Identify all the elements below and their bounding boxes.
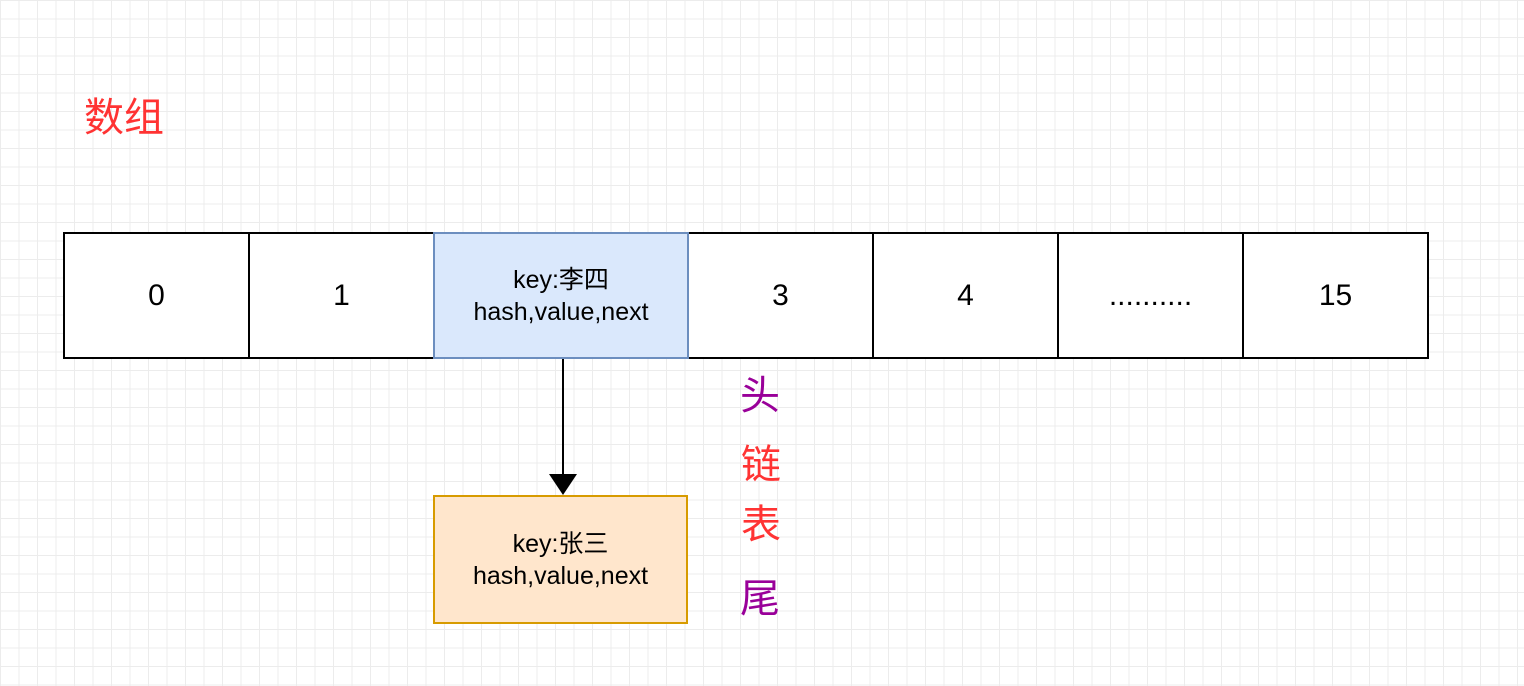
head-node-fields: hash,value,next — [473, 297, 649, 326]
array-cell-15: 15 — [1242, 232, 1429, 359]
label-table: 表 — [741, 502, 781, 548]
array: 0 1 key:李四 hash,value,next 3 4 .........… — [63, 232, 1429, 359]
tail-node: key:张三 hash,value,next — [433, 495, 688, 624]
array-title: 数组 — [84, 95, 164, 141]
array-cell-2-head-node: key:李四 hash,value,next — [433, 232, 689, 359]
tail-node-fields: hash,value,next — [472, 561, 649, 590]
label-tail: 尾 — [740, 576, 780, 622]
label-head: 头 — [740, 373, 780, 419]
link-arrow-head — [549, 474, 577, 495]
array-cell-0: 0 — [63, 232, 250, 359]
label-link: 链 — [741, 442, 781, 488]
head-node-key: key:李四 — [513, 265, 609, 294]
tail-node-key: key:张三 — [512, 529, 609, 558]
